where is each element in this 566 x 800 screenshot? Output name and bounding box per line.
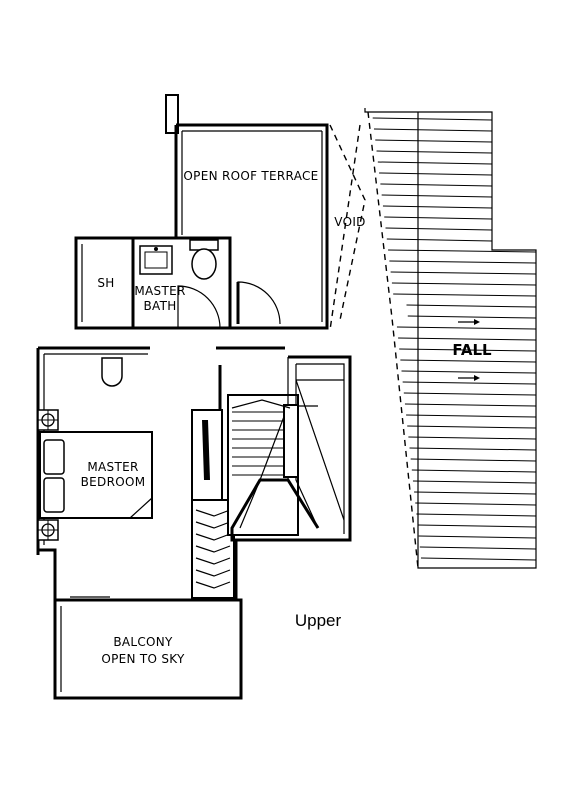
void-dashed-edge [367,111,419,569]
bath-walls [74,236,232,330]
fall-arrow-lower [458,375,480,381]
terrace-walls [176,123,329,330]
parapet-stub [165,94,179,134]
label-fall: FALL [452,341,492,359]
toilet-bowl [191,248,217,280]
label-master-bedroom-2: BEDROOM [81,475,146,489]
basin-tap [154,247,158,251]
pillow-bottom [43,477,65,513]
terrace-door [237,281,281,325]
floor-caption: Upper [295,611,342,630]
label-master-bedroom-1: MASTER [87,460,138,474]
roof-hatch [372,117,537,561]
label-balcony-1: BALCONY [113,635,173,649]
roof-outline [364,108,537,569]
basin-bowl [144,251,168,269]
label-master-bath-2: BATH [143,299,176,313]
roof-ridge [231,379,345,521]
side-table-bottom [37,519,59,541]
stair-rail [283,404,299,478]
chair [101,357,123,387]
void-dashed-diagonal [329,124,366,321]
label-master-bath-1: MASTER [134,284,185,298]
stair-hip [230,355,352,542]
label-void: VOID [334,215,365,229]
label-open-roof-terrace: OPEN ROOF TERRACE [183,169,318,183]
label-balcony-2: OPEN TO SKY [101,652,185,666]
label-shower: SH [97,276,114,290]
bath-door [177,285,221,329]
void-dashed-diagonal-2 [329,124,361,331]
side-table-top [37,409,59,431]
bedroom-walls [36,346,285,600]
balcony [53,598,243,700]
wardrobe-door [202,420,210,480]
bed-sheet-fold [129,497,153,519]
stair-core-treads [232,411,284,476]
stair-treads [195,509,231,589]
pillow-top [43,439,65,475]
fall-arrow-upper [458,319,480,325]
